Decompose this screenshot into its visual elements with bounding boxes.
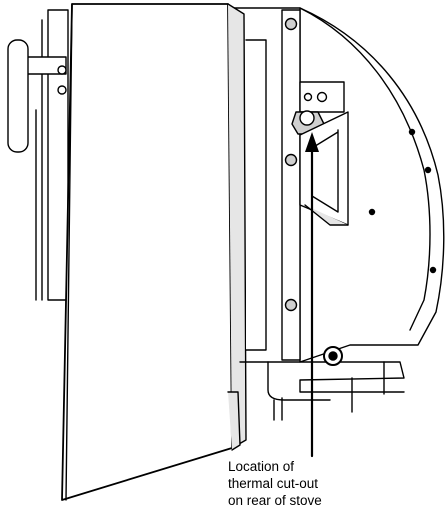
callout-line-1: Location of bbox=[228, 459, 295, 474]
switch-screw bbox=[303, 92, 313, 102]
callout-arrowhead bbox=[305, 132, 319, 152]
callout-label: Location of thermal cut-out on rear of s… bbox=[228, 458, 378, 509]
drain-fitting-inner bbox=[328, 351, 338, 361]
callout-line-3: on rear of stove bbox=[228, 493, 322, 508]
handle-bar bbox=[7, 39, 29, 153]
pipe-loop bbox=[267, 361, 385, 401]
left-bracket bbox=[47, 9, 69, 301]
mounting-plate bbox=[281, 9, 301, 361]
switch-screw bbox=[316, 91, 328, 103]
front-door-panel bbox=[61, 3, 233, 501]
callout-line-2: thermal cut-out bbox=[228, 476, 319, 491]
body-rivet bbox=[424, 166, 432, 174]
mounting-bolts bbox=[284, 17, 298, 312]
body-inner-edge bbox=[299, 7, 431, 331]
body-rivet bbox=[368, 208, 376, 216]
bracket-screw bbox=[57, 65, 67, 75]
duct-flap bbox=[304, 204, 349, 226]
leg-rods bbox=[273, 377, 353, 421]
bottom-pipe bbox=[239, 361, 405, 393]
body-rivet bbox=[408, 128, 416, 136]
side-channel bbox=[245, 39, 267, 351]
body-rivet bbox=[429, 266, 437, 274]
door-left-edge bbox=[65, 3, 73, 501]
lower-bracket bbox=[227, 391, 241, 451]
bracket-screw bbox=[57, 85, 67, 95]
thermal-cutout-knob bbox=[299, 110, 315, 126]
